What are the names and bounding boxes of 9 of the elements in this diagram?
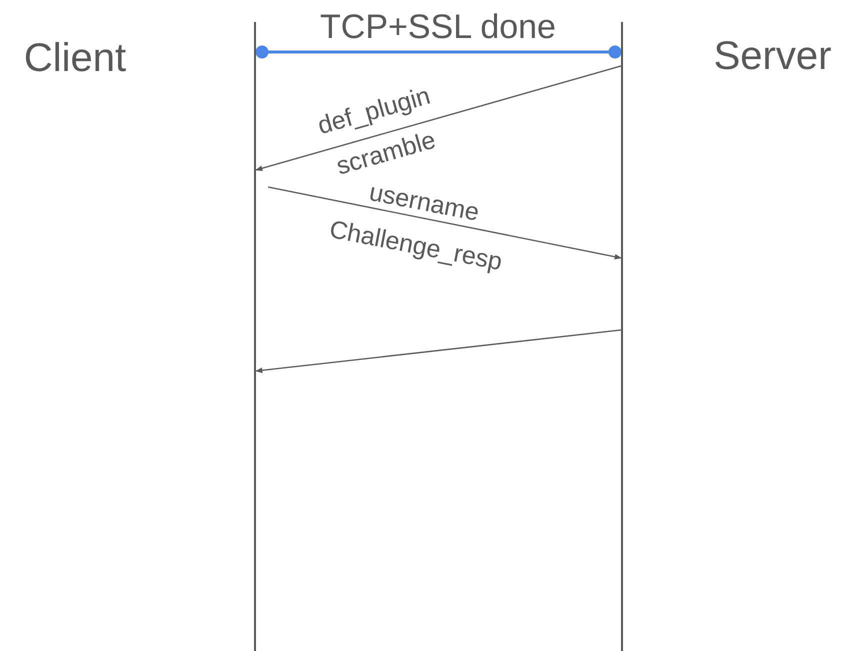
- lifeline: [254, 22, 256, 651]
- participant-label: Server: [712, 36, 832, 76]
- message-arrow: [255, 329, 622, 374]
- participant-label: Client: [22, 38, 128, 78]
- message-arrow: [255, 65, 622, 171]
- message-arrow: [268, 186, 622, 260]
- connection-line: [256, 46, 622, 58]
- edge-label: TCP+SSL done: [320, 10, 556, 44]
- lifeline: [621, 22, 623, 651]
